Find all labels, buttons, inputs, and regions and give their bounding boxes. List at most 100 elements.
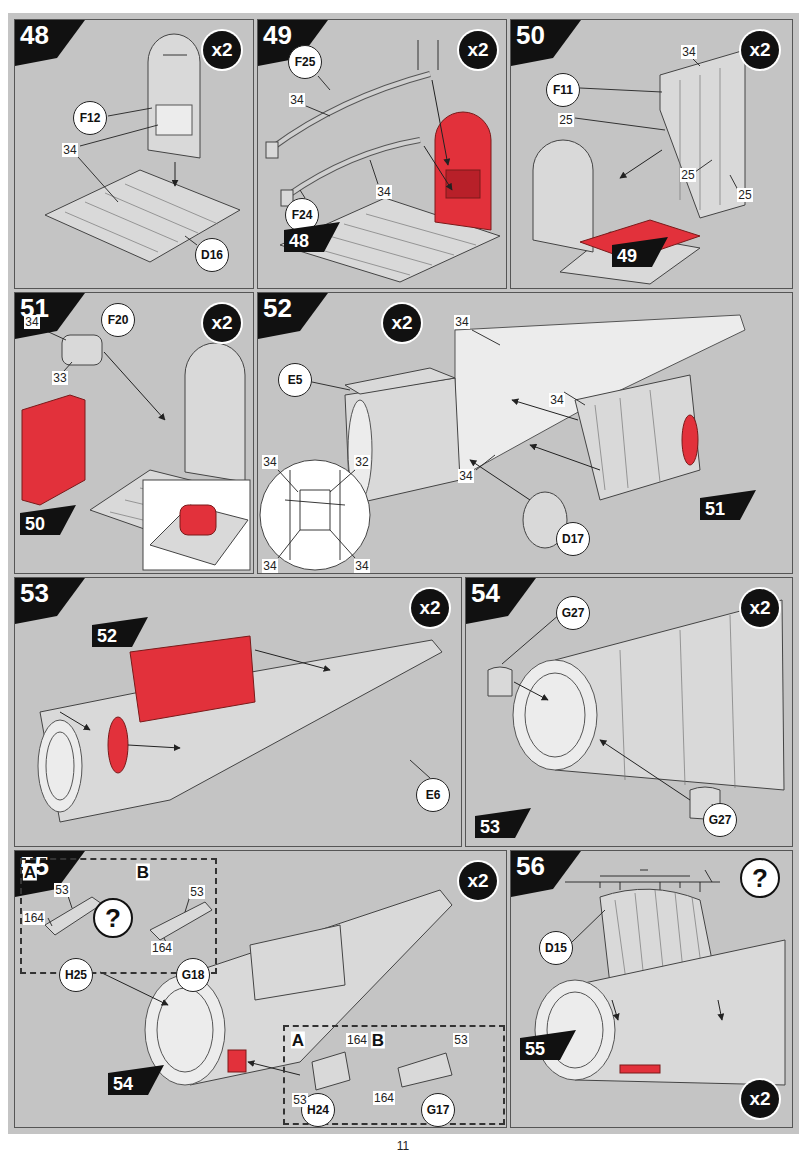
part-number: H24 (307, 1103, 329, 1117)
step-53-drawing (130, 636, 255, 722)
quantity-text: x2 (391, 312, 412, 334)
step-52-drawing (260, 315, 745, 570)
part-number-circle: D15 (539, 931, 573, 965)
option-symbol: ? (740, 858, 780, 898)
badge-shape (15, 578, 85, 624)
step-number: 51 (705, 500, 725, 518)
option-box: ABH24G17 (285, 1027, 503, 1123)
step-52-drawing (330, 470, 355, 492)
step-number: 56 (516, 853, 545, 879)
step-50-drawing (695, 160, 712, 172)
colour-callout: 34 (376, 185, 391, 199)
quantity-badge: x2 (459, 31, 497, 69)
part-number: E6 (426, 788, 441, 802)
step-panel: 52x2E5D1751 (258, 293, 792, 573)
step-56-drawing (600, 889, 720, 1002)
colour-callout: 25 (737, 188, 752, 202)
step-49-drawing (287, 140, 420, 196)
step-55-drawing (250, 925, 345, 1000)
badge-shape (520, 1030, 576, 1060)
step-number: 49 (263, 22, 292, 48)
step-reference: 51 (700, 490, 756, 520)
step-54-drawing (600, 740, 690, 800)
badge-shape (108, 1065, 164, 1095)
step-49-drawing (435, 112, 491, 230)
step-55-drawing (150, 902, 212, 940)
step-52-drawing (472, 330, 500, 345)
step-52-drawing (682, 415, 698, 465)
step-48-drawing (156, 105, 192, 135)
step-48-drawing (65, 184, 218, 252)
badge-shape (466, 578, 536, 624)
step-52-drawing (345, 378, 460, 505)
step-panel: 50x2F1149 (511, 20, 792, 288)
step-52-drawing (530, 445, 600, 470)
step-50-drawing (560, 232, 700, 284)
part-number-circle: F12 (73, 101, 107, 135)
step-55-drawing (48, 918, 52, 926)
option-mark: ? (105, 903, 121, 934)
step-panel: 55x2AB?H25G18ABH24G1754 (15, 851, 506, 1127)
step-50-drawing (533, 140, 593, 252)
step-54-drawing (488, 667, 512, 696)
step-49-drawing (424, 146, 452, 190)
step-49-drawing (287, 140, 420, 196)
step-number: 50 (25, 515, 45, 533)
step-52-drawing (260, 460, 370, 570)
badge-shape (15, 293, 85, 339)
step-55-drawing (312, 1052, 350, 1090)
quantity-badge: x2 (741, 31, 779, 69)
step-49-drawing (418, 40, 419, 70)
step-55-drawing (45, 890, 452, 1090)
colour-callout: 34 (454, 315, 469, 329)
step-54-drawing (525, 673, 585, 757)
part-number: G17 (427, 1103, 450, 1117)
step-50-drawing (680, 68, 720, 210)
option-mark: ? (752, 863, 768, 894)
step-51-drawing (185, 343, 245, 482)
step-53-drawing (40, 640, 442, 822)
step-50-drawing (575, 118, 665, 130)
step-53-drawing (128, 745, 180, 748)
step-52-drawing (595, 390, 660, 490)
quantity-badge: x2 (741, 589, 779, 627)
step-panel: 56?x2D1555 (511, 851, 792, 1127)
step-55-drawing (228, 1050, 246, 1072)
part-number-circle: D17 (556, 522, 590, 556)
step-56-drawing (620, 1065, 660, 1073)
step-52-drawing (512, 400, 578, 420)
quantity-text: x2 (419, 597, 440, 619)
step-52-drawing (470, 460, 530, 500)
step-49-drawing (432, 80, 448, 165)
option-letter: A (23, 864, 37, 881)
quantity-text: x2 (467, 870, 488, 892)
step-56-drawing (575, 940, 785, 1085)
page-frame (8, 13, 799, 1134)
step-reference: 50 (20, 505, 76, 535)
step-51-drawing (64, 362, 72, 371)
step-49-drawing (300, 190, 305, 198)
step-50-drawing (580, 88, 662, 92)
step-53-drawing (60, 712, 90, 730)
step-number: 48 (20, 22, 49, 48)
step-55-drawing (157, 988, 213, 1072)
quantity-text: x2 (467, 39, 488, 61)
option-letter: A (291, 1032, 305, 1049)
step-56-drawing (572, 910, 605, 942)
badge-shape (15, 20, 85, 66)
step-56-drawing (612, 1000, 618, 1020)
step-52-drawing (476, 455, 495, 470)
quantity-text: x2 (749, 1088, 770, 1110)
badge-shape (700, 490, 756, 520)
colour-callout: 34 (24, 315, 39, 329)
colour-callout: 53 (189, 885, 204, 899)
colour-callout: 164 (151, 941, 173, 955)
part-number: G27 (709, 813, 732, 827)
colour-callout: 34 (549, 393, 564, 407)
step-51-drawing (110, 488, 236, 535)
badge-shape (511, 851, 581, 897)
step-51-drawing (143, 480, 250, 570)
step-52-drawing (285, 470, 345, 560)
part-number: F20 (108, 313, 129, 327)
step-49-drawing (318, 76, 330, 90)
